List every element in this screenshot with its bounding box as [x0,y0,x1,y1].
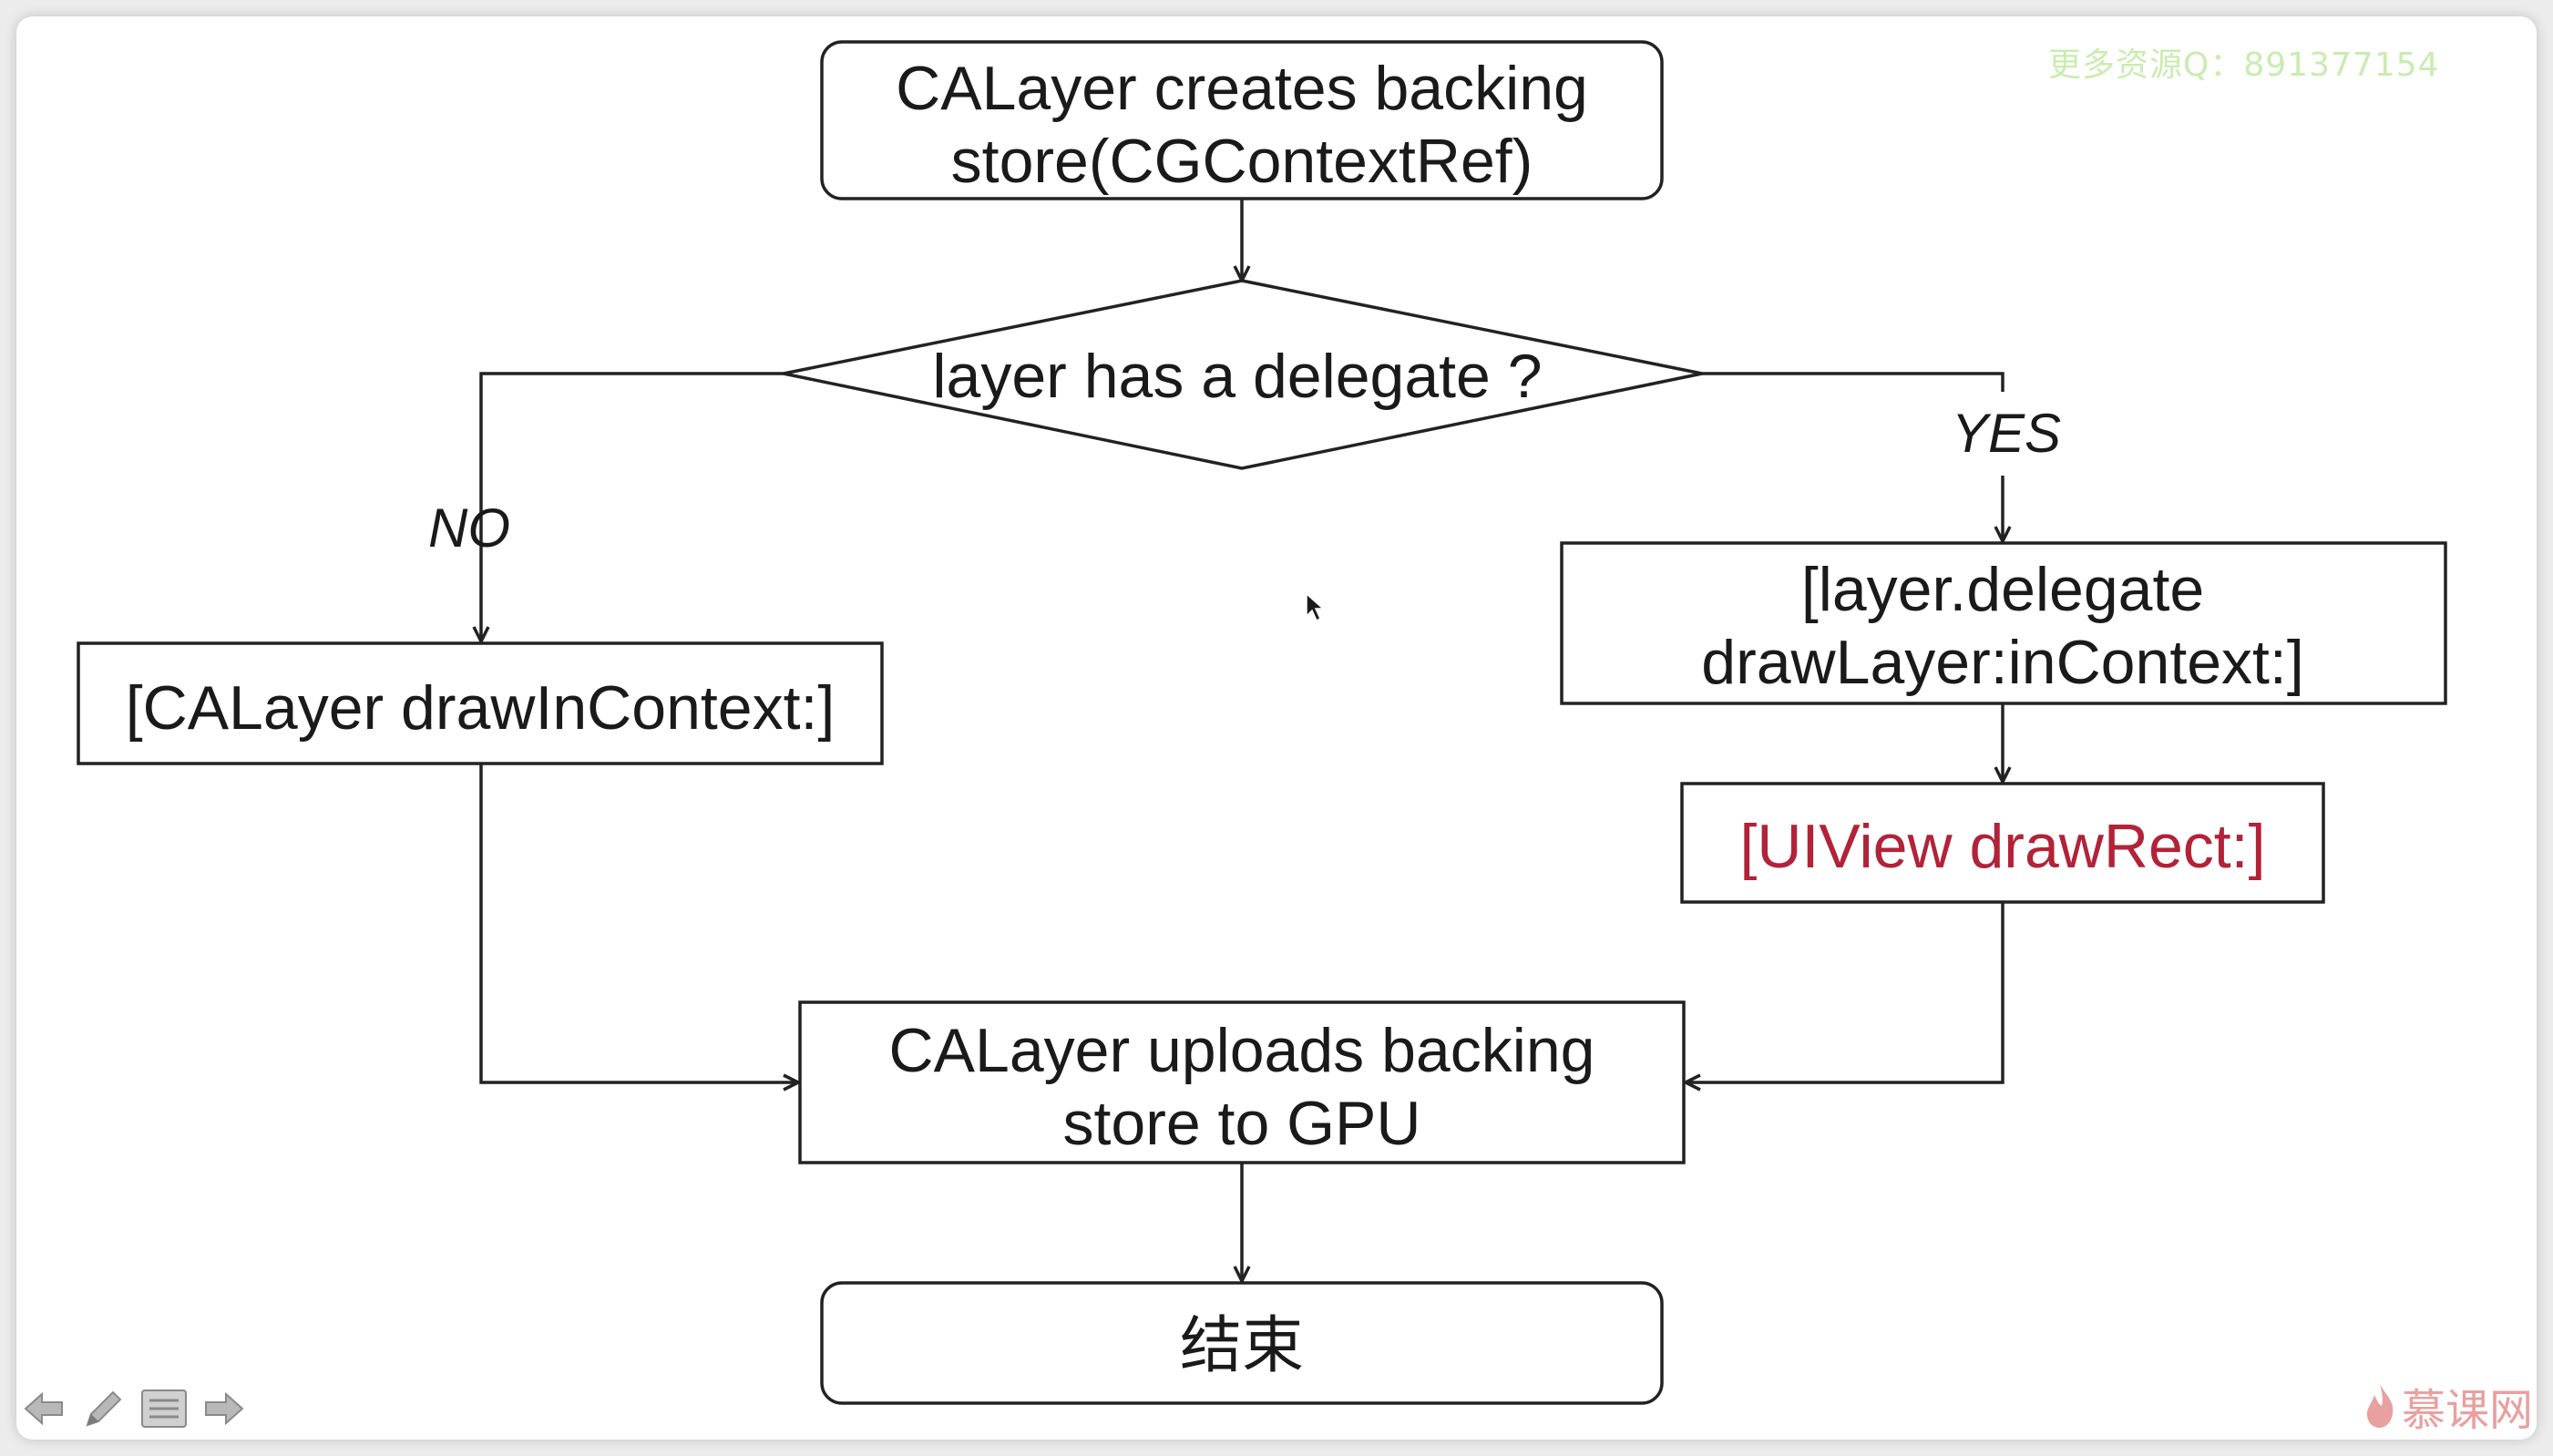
yes-branch-line2: drawLayer:inContext:] [1701,628,2303,697]
upload-node: CALayer uploads backing store to GPU [798,1000,1686,1164]
drawrect-node: [UIView drawRect:] [1680,782,2325,904]
menu-icon[interactable] [140,1385,188,1432]
no-branch-label: [CALayer drawInContext:] [126,673,836,743]
decision-node: layer has a delegate ? [783,279,1703,470]
yes-branch-line1: [layer.delegate [1801,555,2204,624]
start-node-line2: store(CGContextRef) [951,127,1533,196]
drawrect-label: [UIView drawRect:] [1740,812,2266,881]
yes-branch-node: [layer.delegate drawLayer:inContext:] [1560,541,2447,705]
arrow-left-icon[interactable] [20,1385,67,1432]
mouse-pointer-icon [1305,592,1327,628]
edge-decision-to-no [481,372,784,641]
slide-toolbar [20,1385,248,1432]
no-branch-node: [CALayer drawInContext:] [77,641,884,765]
arrow-right-icon[interactable] [200,1385,248,1432]
decision-label: layer has a delegate ? [932,342,1542,411]
flame-icon [2367,1384,2394,1428]
edge-no-to-upload [479,764,798,1082]
edge-drawrect-to-upload [1686,902,2004,1082]
start-node-line1: CALayer creates backing [896,54,1588,123]
upload-line1: CALayer uploads backing [889,1016,1595,1085]
end-node: 结束 [820,1281,1664,1405]
pen-icon[interactable] [80,1385,128,1432]
start-node: CALayer creates backing store(CGContextR… [820,40,1664,200]
watermark-text: 更多资源Q：891377154 [2048,46,2440,84]
edge-label-no: NO [428,497,510,559]
upload-line2: store to GPU [1062,1089,1420,1158]
edge-label-yes: YES [1952,403,2061,464]
edge-decision-to-yes [1702,372,2004,392]
brand-logo-text: 慕课网 [2402,1385,2534,1436]
end-label: 结束 [1180,1311,1304,1380]
brand-logo: 慕课网 [2362,1374,2533,1438]
